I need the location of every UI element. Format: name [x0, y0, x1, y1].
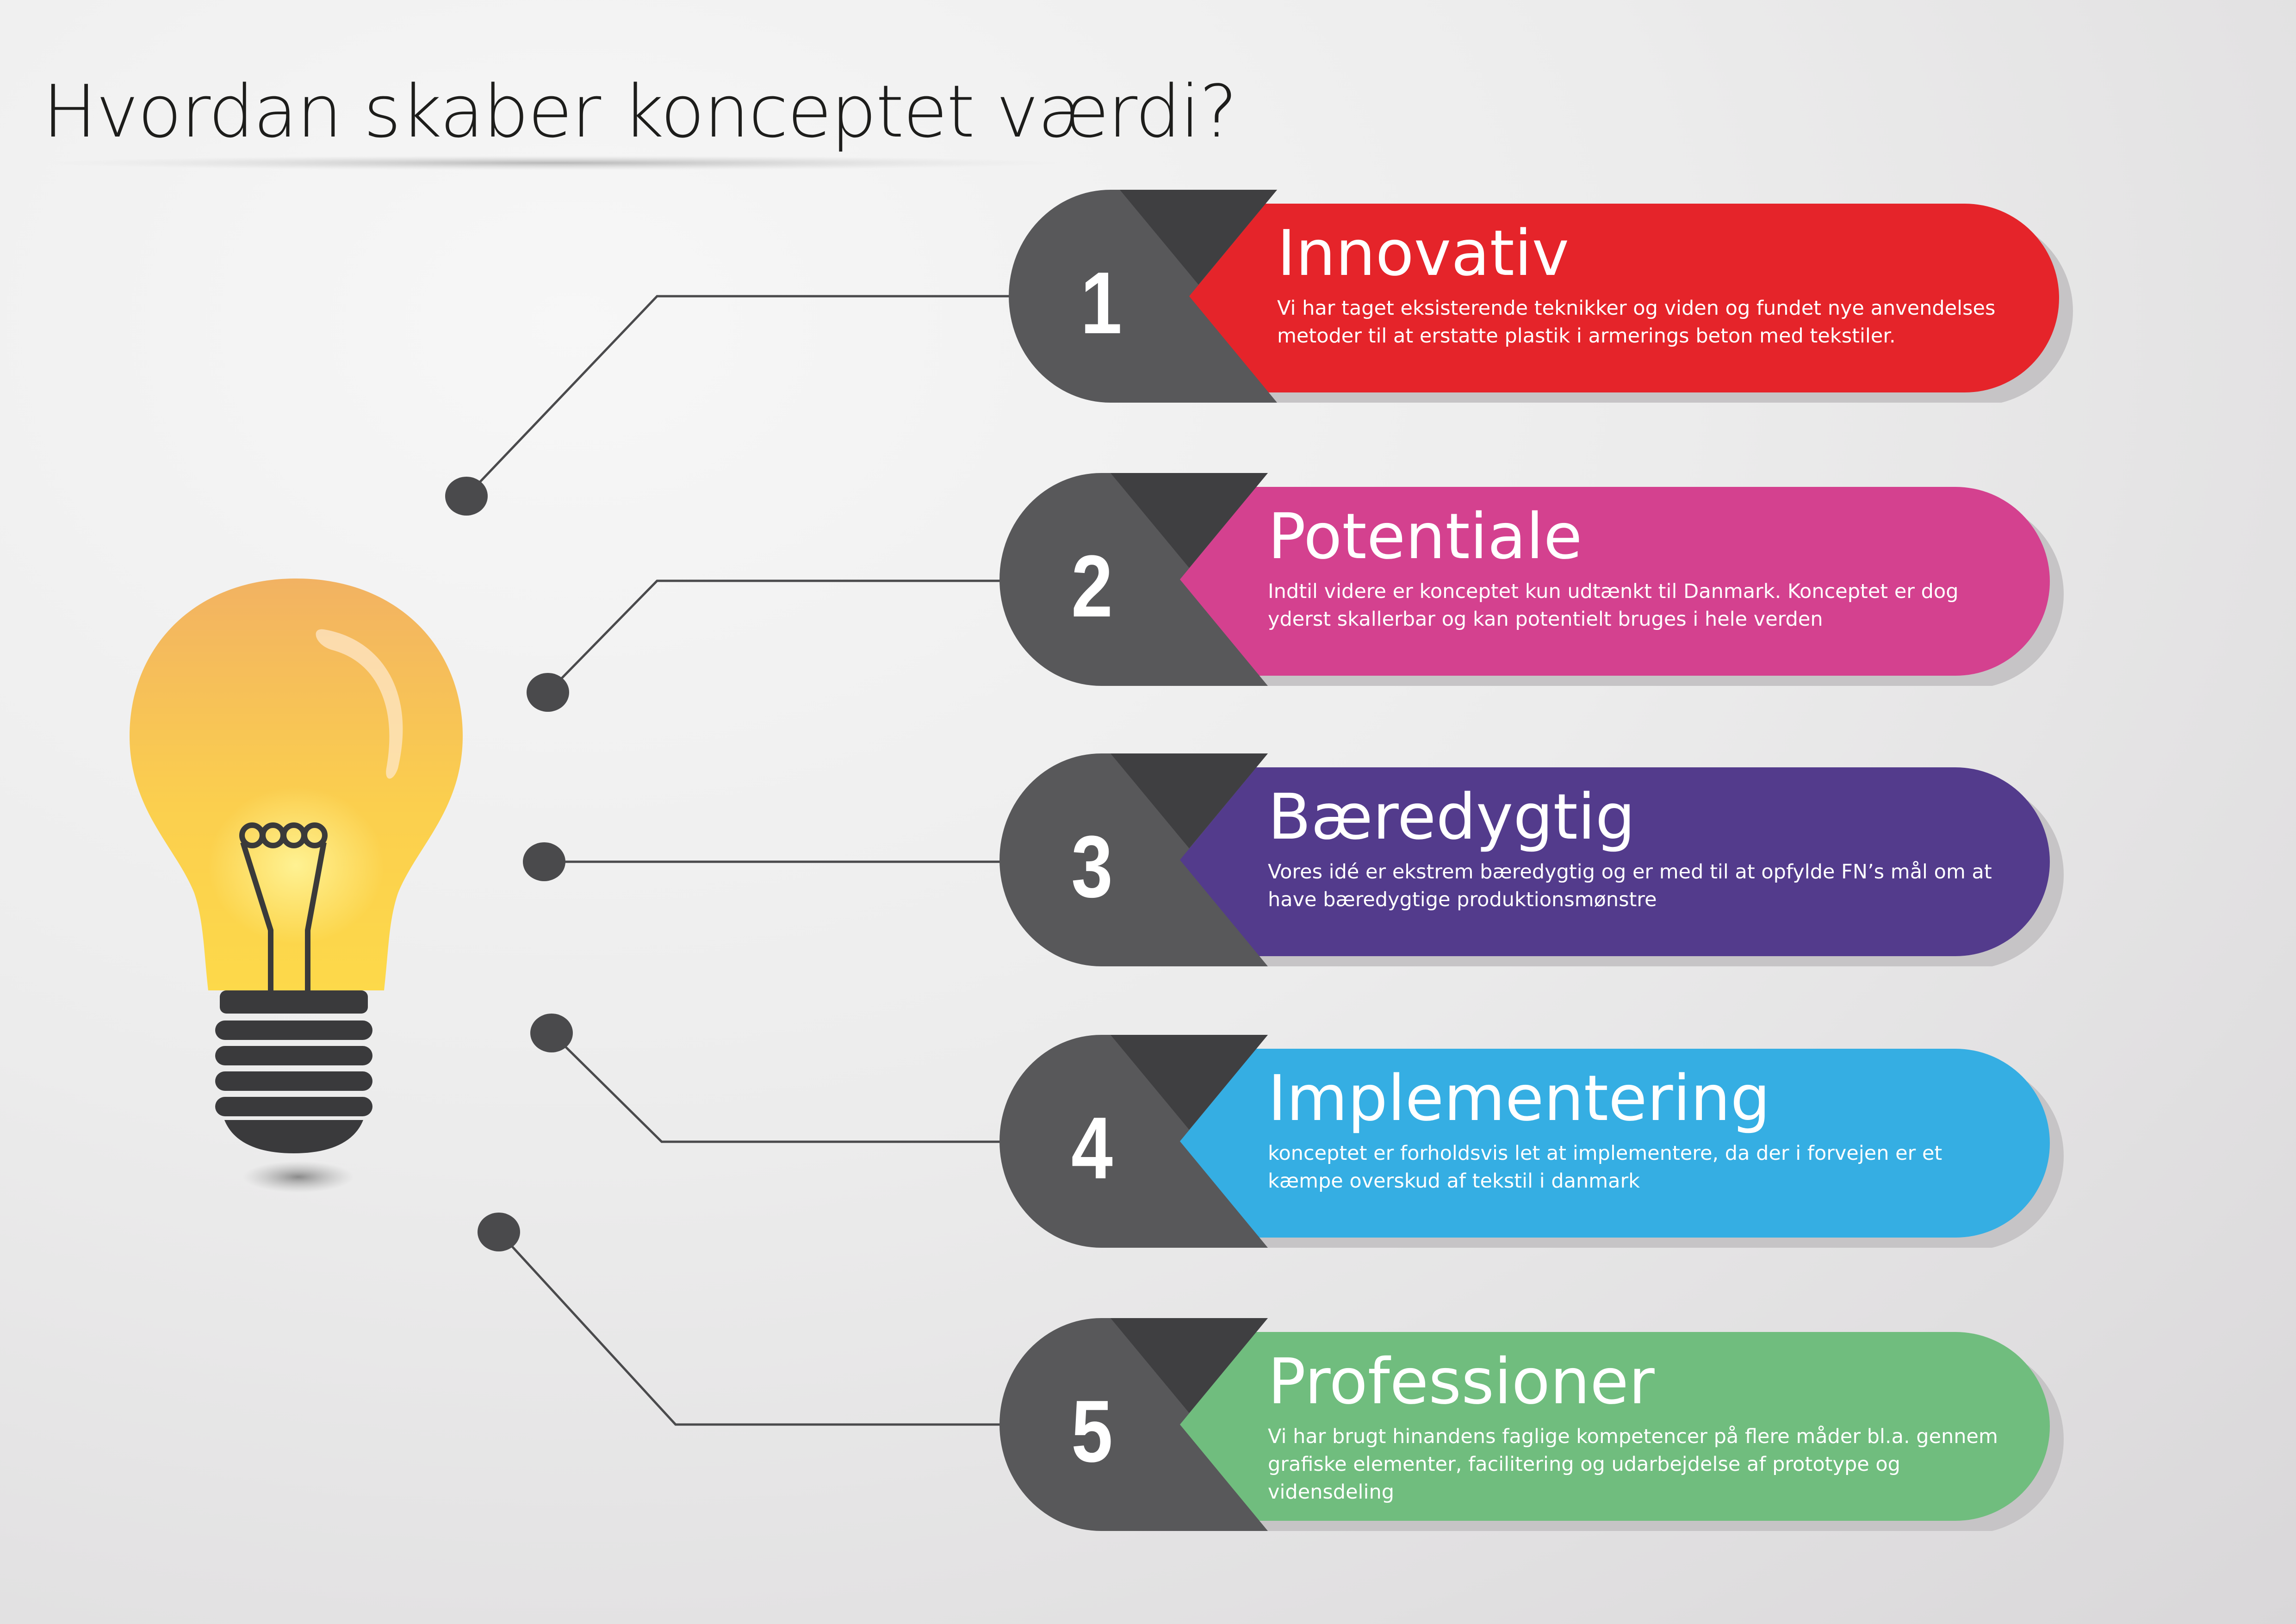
- connector-dot-2: [527, 673, 569, 712]
- item-description: Vores idé er ekstrem bæredygtig og er me…: [1268, 860, 1992, 911]
- item-bar: [1013, 1049, 2050, 1238]
- item-badge-fold: [1111, 753, 1268, 848]
- item-heading: Implementering: [1268, 1062, 1770, 1135]
- item-bar: [1013, 487, 2050, 676]
- item-number: 2: [1071, 537, 1113, 635]
- connector-5: [498, 1231, 1018, 1426]
- connector-dot-1: [445, 477, 488, 516]
- item-description: Vi har taget eksisterende teknikker og v…: [1277, 297, 1996, 348]
- connector-dot-5: [478, 1213, 520, 1251]
- item-number: 4: [1071, 1099, 1113, 1197]
- item-heading: Professioner: [1268, 1345, 1655, 1419]
- item-heading: Bæredygtig: [1268, 781, 1636, 854]
- connector-2: [547, 579, 1018, 693]
- value-item-3: 3 Bæredygtig Vores idé er ekstrem bæredy…: [999, 753, 2073, 966]
- item-number: 3: [1071, 818, 1113, 916]
- connector-dot-3: [523, 842, 565, 881]
- item-description: Indtil videre er konceptet kun udtænkt t…: [1268, 580, 1959, 631]
- value-item-1: 1 Innovativ Vi har taget eksisterende te…: [1009, 190, 2082, 403]
- item-bar: [1023, 204, 2059, 392]
- page-title: Hvordan skaber konceptet værdi?: [43, 69, 1238, 154]
- item-description: konceptet er forholdsvis let at implemen…: [1268, 1142, 1942, 1193]
- value-item-5: 5 Professioner Vi har brugt hinandens fa…: [999, 1318, 2073, 1531]
- lightbulb-icon: [130, 579, 463, 1193]
- item-number: 1: [1080, 254, 1122, 352]
- item-heading: Innovativ: [1277, 217, 1570, 290]
- item-badge-fold: [1111, 1318, 1268, 1413]
- connector-1: [465, 295, 1023, 497]
- item-bar: [1013, 1332, 2050, 1521]
- connector-4: [551, 1032, 1018, 1143]
- item-bar: [1013, 767, 2050, 956]
- item-description: Vi har brugt hinandens faglige kompetenc…: [1268, 1425, 1998, 1504]
- item-heading: Potentiale: [1268, 500, 1582, 573]
- connector-dot-4: [530, 1014, 573, 1052]
- value-item-4: 4 Implementering konceptet er forholdsvi…: [999, 1035, 2073, 1248]
- item-number: 5: [1071, 1382, 1113, 1481]
- item-badge-fold: [1111, 1035, 1268, 1130]
- item-badge-fold: [1111, 473, 1268, 568]
- item-badge-fold: [1120, 190, 1277, 285]
- value-item-2: 2 Potentiale Indtil videre er konceptet …: [999, 473, 2073, 686]
